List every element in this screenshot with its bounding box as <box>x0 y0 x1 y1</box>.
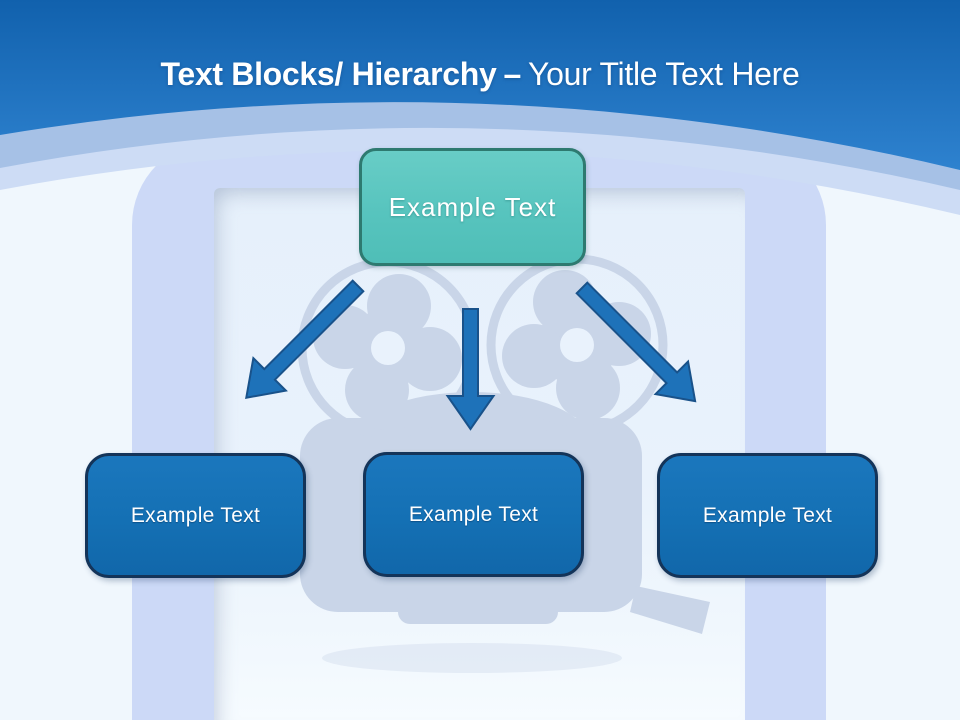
child-text-block-3-label: Example Text <box>702 503 833 527</box>
reflection-shape <box>322 643 622 673</box>
left-reel <box>297 257 479 439</box>
slide-title-bold: Text Blocks/ Hierarchy <box>160 56 497 92</box>
child-text-block-3[interactable]: Example Text <box>657 453 878 578</box>
child-text-block-1[interactable]: Example Text <box>85 453 306 578</box>
arrow-right-icon <box>575 281 697 403</box>
child-text-block-2-label: Example Text <box>408 502 539 526</box>
slide-title: Text Blocks/ Hierarchy–Your Title Text H… <box>0 54 960 94</box>
arrow-left-icon <box>245 279 365 399</box>
slide-title-dash: – <box>503 56 522 92</box>
header-curve-background <box>0 0 960 215</box>
lens-shape <box>630 586 710 634</box>
root-text-block[interactable]: Example Text <box>359 148 586 266</box>
root-text-block-label: Example Text <box>388 191 557 222</box>
child-text-block-2[interactable]: Example Text <box>363 452 584 577</box>
header-band-dark <box>0 0 960 170</box>
arrow-down-icon <box>445 308 496 431</box>
child-text-block-1-label: Example Text <box>130 503 261 527</box>
slide-title-regular: Your Title Text Here <box>528 56 800 92</box>
